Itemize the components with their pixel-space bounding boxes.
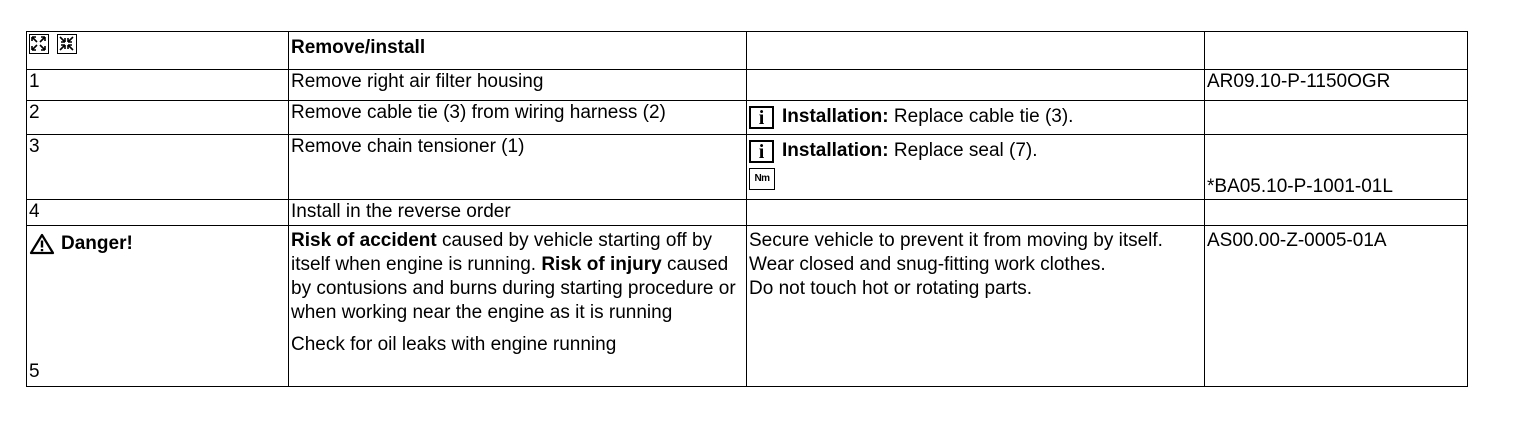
- step-reference: AR09.10-P-1150OGR: [1207, 71, 1391, 92]
- note-label: Installation:: [782, 140, 889, 161]
- table-row: 4 Install in the reverse order: [26, 199, 1468, 226]
- note-label: Installation:: [782, 106, 889, 127]
- step-action: Remove chain tensioner (1): [291, 136, 525, 157]
- remove-icon: [29, 34, 49, 54]
- note-text: Replace cable tie (3).: [893, 106, 1074, 127]
- step-reference-empty: [1204, 199, 1468, 226]
- safety-measure: Secure vehicle to prevent it from moving…: [749, 230, 1163, 251]
- step-action: Remove cable tie (3) from wiring harness…: [291, 102, 666, 123]
- header-title: Remove/install: [288, 31, 747, 70]
- table-row: 1 Remove right air filter housing AR09.1…: [26, 69, 1468, 101]
- danger-row: Danger! 5 Risk of accident caused by veh…: [26, 225, 1468, 387]
- step-number: 5: [29, 361, 40, 382]
- table-row: 3 Remove chain tensioner (1) i Installat…: [26, 134, 1468, 200]
- installation-note: i Installation: Replace seal (7).: [749, 139, 1200, 163]
- step-note-empty: [746, 199, 1205, 226]
- step-number: 2: [29, 102, 40, 123]
- step-action: Remove right air filter housing: [291, 71, 544, 92]
- step-number: 4: [29, 201, 40, 222]
- procedure-table: Remove/install 1 Remove right air filter…: [26, 31, 1468, 387]
- torque-nm-icon: Nm: [749, 168, 775, 190]
- safety-measure: Do not touch hot or rotating parts.: [749, 278, 1033, 299]
- danger-warning: Danger!: [29, 232, 284, 256]
- step-action: Check for oil leaks with engine running: [291, 334, 617, 355]
- info-icon: i: [749, 106, 774, 129]
- step-number: 1: [29, 71, 40, 92]
- danger-reference: AS00.00-Z-0005-01A: [1207, 230, 1387, 251]
- danger-label: Danger!: [61, 233, 133, 254]
- note-text: Replace seal (7).: [893, 140, 1038, 161]
- header-icons-cell: [26, 31, 289, 70]
- step-note-empty: [746, 69, 1205, 101]
- header-empty-3: [746, 31, 1205, 70]
- step-reference-empty: [1204, 100, 1468, 135]
- install-icon: [57, 34, 77, 54]
- warning-triangle-icon: [29, 233, 55, 255]
- step-reference: *BA05.10-P-1001-01L: [1207, 176, 1393, 197]
- installation-note: i Installation: Replace cable tie (3).: [749, 105, 1200, 129]
- danger-description: Risk of accident caused by vehicle start…: [291, 230, 736, 323]
- info-icon: i: [749, 140, 774, 163]
- step-action: Install in the reverse order: [291, 201, 511, 222]
- header-empty-4: [1204, 31, 1468, 70]
- safety-measure: Wear closed and snug-fitting work clothe…: [749, 254, 1106, 275]
- step-number: 3: [29, 136, 40, 157]
- table-row: 2 Remove cable tie (3) from wiring harne…: [26, 100, 1468, 135]
- header-row: Remove/install: [26, 31, 1468, 70]
